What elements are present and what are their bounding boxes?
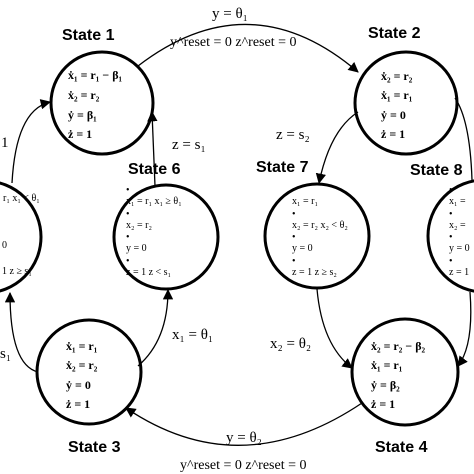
state-3-eq-1: ẋ₁ = r₁: [66, 339, 98, 353]
state-2-eq-2: ẋ₁ = r₁: [381, 88, 413, 102]
state-5-eq-2: 0: [2, 240, 7, 251]
edge-s6-s1: [147, 110, 158, 187]
state-5-eq-3: 1 z ≥ s₁: [2, 266, 32, 277]
state-2-eq-3: ẏ = 0: [381, 108, 406, 122]
edge-s3-s6: [137, 288, 174, 367]
state-8-eq-1: x₁ =: [449, 196, 466, 207]
state-8-dot-1: •: [449, 185, 453, 196]
state-2-eq-1: ẋ₂ = r₂: [381, 69, 413, 83]
state-8-dot-2: •: [449, 209, 453, 220]
state-4-eq-4: ż = 1: [371, 397, 395, 411]
s2-s7-guard-label: z = s₂: [276, 127, 310, 143]
s5-s1-guard-label: 1: [1, 135, 9, 151]
state-1-eq-1: ẋ₁ = r₁ − β₁: [68, 68, 123, 82]
state-2-circle: [353, 50, 459, 156]
edge-s2-s7: [315, 111, 359, 185]
s7-s4-guard-label: x₂ = θ₂: [270, 336, 311, 352]
edge-s5-s1: [11, 99, 52, 184]
state-6-dot-3: •: [126, 232, 130, 243]
state-7-label: State 7: [256, 159, 309, 176]
state-6-eq-3: y = 0: [126, 243, 147, 254]
state-4-label: State 4: [375, 439, 428, 456]
state-8-eq-2: x₂ =: [449, 220, 466, 231]
state-6-dot-2: •: [126, 209, 130, 220]
state-7-eq-4: z = 1 z ≥ s₂: [292, 267, 337, 278]
state-2-eq-4: ż = 1: [381, 127, 405, 141]
state-5-eq-1: r₁ x₁ < θ₁: [3, 193, 40, 204]
state-7-dot-1: •: [292, 185, 296, 196]
state-6-dot-4: •: [126, 256, 130, 267]
top-reset-label: y^reset = 0 z^reset = 0: [170, 35, 297, 50]
state-7-eq-3: y = 0: [292, 243, 313, 254]
state-4-eq-1: ẋ₂ = r₂ − β₂: [371, 339, 426, 353]
state-7-eq-1: x₁ = r₁: [292, 196, 318, 207]
state-6-eq-2: x₂ = r₂: [126, 220, 152, 231]
top-guard-label: y = θ₁: [212, 6, 248, 22]
state-3-eq-4: ż = 1: [66, 397, 90, 411]
edge-s8-s4: [457, 291, 472, 367]
state-8-circle: [426, 179, 474, 293]
state-8-eq-4: z = 1: [449, 267, 469, 278]
state-1-label: State 1: [62, 27, 115, 44]
state-1-eq-3: ẏ = β₁: [68, 108, 97, 122]
state-4-eq-2: ẋ₁ = r₁: [371, 358, 403, 372]
state-4-circle: [350, 317, 460, 427]
s6-s1-guard-label: z = s₁: [172, 137, 206, 153]
state-7-dot-2: •: [292, 209, 296, 220]
state-3-eq-3: ẏ = 0: [66, 378, 91, 392]
state-5-circle: [0, 181, 43, 293]
state-3-eq-2: ẋ₂ = r₂: [66, 358, 98, 372]
s3-s5-guard-label: s₁: [0, 346, 11, 362]
edge-s2-s8: [454, 97, 473, 181]
state-7-eq-2: x₂ = r₂ x₂ < θ₂: [292, 220, 348, 231]
edge-s4-s3: [125, 402, 363, 446]
s3-s6-guard-label: x₁ = θ₁: [172, 327, 213, 343]
state-6-eq-1: x₁ = r₁ x₁ ≥ θ₁: [126, 196, 182, 207]
state-3-label: State 3: [68, 439, 121, 456]
state-8-dot-3: •: [449, 232, 453, 243]
edge-s1-s2: [137, 23, 359, 73]
state-1-eq-4: ż = 1: [68, 127, 92, 141]
state-7-dot-4: •: [292, 256, 296, 267]
state-8-eq-3: y = 0: [449, 243, 470, 254]
state-8-dot-4: •: [449, 256, 453, 267]
bottom-guard-label: y = θ₂: [226, 430, 262, 446]
edge-s3-s5: [4, 291, 39, 373]
state-4-eq-3: ẏ = β₂: [371, 378, 400, 392]
state-7-dot-3: •: [292, 232, 296, 243]
state-6-dot-1: •: [126, 185, 130, 196]
edge-s7-s4: [316, 288, 353, 369]
bottom-reset-label: y^reset = 0 z^reset = 0: [180, 458, 307, 473]
state-1-eq-2: ẋ₂ = r₂: [68, 88, 100, 102]
state-2-label: State 2: [368, 25, 421, 42]
state-6-eq-4: z = 1 z < s₁: [126, 267, 171, 278]
state-8-label: State 8: [410, 162, 463, 179]
